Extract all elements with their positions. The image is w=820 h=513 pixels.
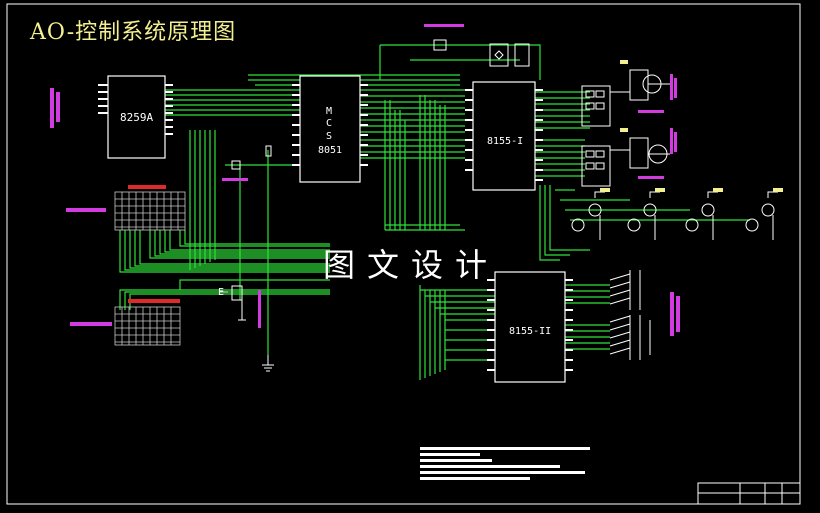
chip-8051-label-m: M [326, 106, 333, 117]
pink-labels [50, 24, 680, 336]
chip-8155-i [472, 81, 536, 191]
notes-lines [420, 447, 590, 480]
yellow-caps [600, 60, 783, 192]
driver-blocks [581, 69, 670, 187]
pin-stubs [98, 84, 573, 371]
drawing-frame [6, 3, 801, 505]
chip-8051-label-s: S [326, 131, 333, 142]
wire-bundles [119, 44, 750, 380]
drawing-title: AO-控制系统原理图 [30, 20, 237, 45]
watermark-text: 图文设计 [323, 246, 500, 284]
chip-8051 [299, 75, 361, 183]
switch-e-label: E [218, 287, 225, 298]
chip-8051-label-num: 8051 [318, 145, 343, 156]
title-block [697, 482, 801, 505]
chip-8259a [107, 75, 166, 159]
chip-8155-ii-label: 8155-II [509, 326, 552, 337]
chip-8051-label-c: C [326, 118, 333, 129]
chip-8155-ii [494, 271, 566, 383]
keypads [114, 191, 186, 346]
chips [107, 75, 566, 383]
red-bars [128, 185, 180, 303]
chip-8155-i-label: 8155-I [487, 136, 524, 147]
output-switches [609, 270, 651, 360]
transistor-stages [571, 191, 778, 240]
misc-components [220, 39, 530, 372]
chip-8259a-label: 8259A [120, 111, 154, 124]
